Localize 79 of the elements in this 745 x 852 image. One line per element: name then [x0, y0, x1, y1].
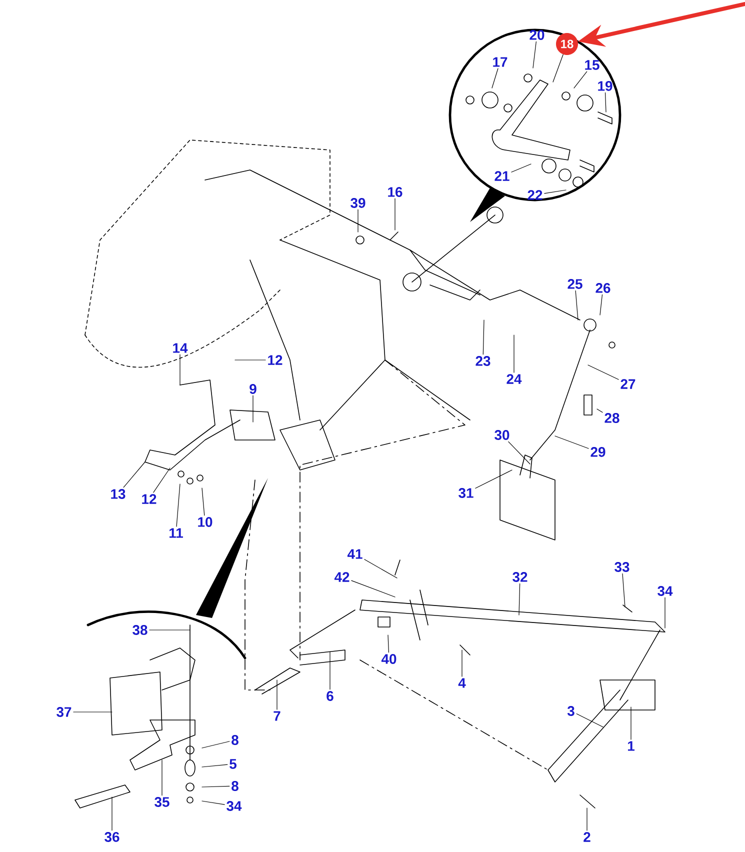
- callout-number: 28: [604, 413, 620, 423]
- callout-number: 5: [230, 759, 236, 769]
- callout-number: 1: [628, 741, 634, 751]
- leader-line: [604, 92, 606, 112]
- callout-number: 32: [512, 572, 528, 582]
- leader-line: [518, 583, 520, 616]
- callout-number: 33: [614, 562, 630, 572]
- leader-line: [552, 54, 564, 82]
- leader-line: [586, 808, 588, 831]
- callout-number: 34: [226, 801, 242, 811]
- callout-number: 13: [111, 489, 126, 499]
- callout-number: 40: [381, 654, 396, 664]
- leader-line: [202, 764, 228, 768]
- callout-number: 6: [326, 691, 334, 701]
- leader-line: [630, 706, 632, 740]
- callout-number: 8: [232, 781, 238, 791]
- callout-number: 23: [476, 356, 490, 366]
- callout-number: 4: [458, 678, 466, 688]
- leader-line: [600, 294, 603, 316]
- leader-line: [544, 190, 566, 194]
- callout-number: 14: [173, 343, 188, 353]
- callout-number: 25: [568, 279, 582, 289]
- leader-line: [664, 597, 666, 628]
- leader-line: [153, 468, 170, 493]
- leader-line: [475, 470, 512, 489]
- leader-line: [576, 714, 604, 728]
- leader-line: [202, 488, 205, 516]
- callout-number: 12: [268, 355, 282, 365]
- callout-number: 12: [142, 494, 156, 504]
- leader-line: [575, 290, 578, 320]
- callout-number: 29: [590, 447, 606, 457]
- callout-number: 9: [250, 384, 256, 394]
- callout-number: 2: [584, 832, 590, 842]
- leader-line: [394, 198, 396, 230]
- leader-line: [276, 680, 278, 710]
- leader-line: [492, 68, 498, 88]
- callout-number: 39: [350, 198, 366, 208]
- leader-line: [351, 580, 396, 598]
- leader-line: [123, 462, 146, 488]
- callout-number: 3: [567, 706, 574, 716]
- callout-number: 7: [274, 711, 280, 721]
- leader-line: [364, 559, 398, 578]
- callout-number: 10: [198, 517, 212, 527]
- callout-number: 26: [596, 283, 610, 293]
- callout-number: 15: [585, 60, 600, 70]
- callout-number: 31: [458, 488, 474, 498]
- leader-line: [202, 786, 230, 788]
- leader-line: [388, 634, 390, 653]
- leader-line: [596, 408, 603, 413]
- callout-number: 21: [494, 171, 510, 181]
- leader-line: [588, 364, 619, 380]
- leader-line: [622, 573, 626, 608]
- leader-line: [252, 395, 254, 422]
- callout-number: 42: [334, 572, 350, 582]
- leader-line: [202, 741, 230, 748]
- leader-line: [176, 484, 180, 527]
- callout-number: 30: [494, 430, 510, 440]
- callout-number: 27: [620, 379, 636, 389]
- callout-number: 35: [154, 797, 170, 807]
- leader-line: [508, 441, 530, 464]
- leader-line: [554, 436, 589, 449]
- leader-line: [574, 71, 588, 88]
- callout-number: 24: [506, 374, 522, 384]
- callout-number: 36: [104, 832, 120, 842]
- callout-number: 22: [528, 190, 542, 200]
- callout-number: 37: [56, 707, 72, 717]
- callout-badge: 18: [556, 33, 578, 55]
- callout-number: 16: [388, 187, 402, 197]
- callout-number: 38: [132, 625, 148, 635]
- callout-number: 11: [170, 528, 183, 538]
- callout-number: 34: [658, 586, 673, 596]
- leader-line: [511, 164, 532, 172]
- callout-number: 19: [598, 81, 612, 91]
- callout-number: 41: [347, 549, 362, 559]
- callout-number: 8: [232, 735, 238, 745]
- leader-line: [202, 800, 225, 805]
- leader-line: [482, 320, 484, 355]
- callout-number: 20: [530, 30, 544, 40]
- callout-number: 17: [493, 57, 508, 67]
